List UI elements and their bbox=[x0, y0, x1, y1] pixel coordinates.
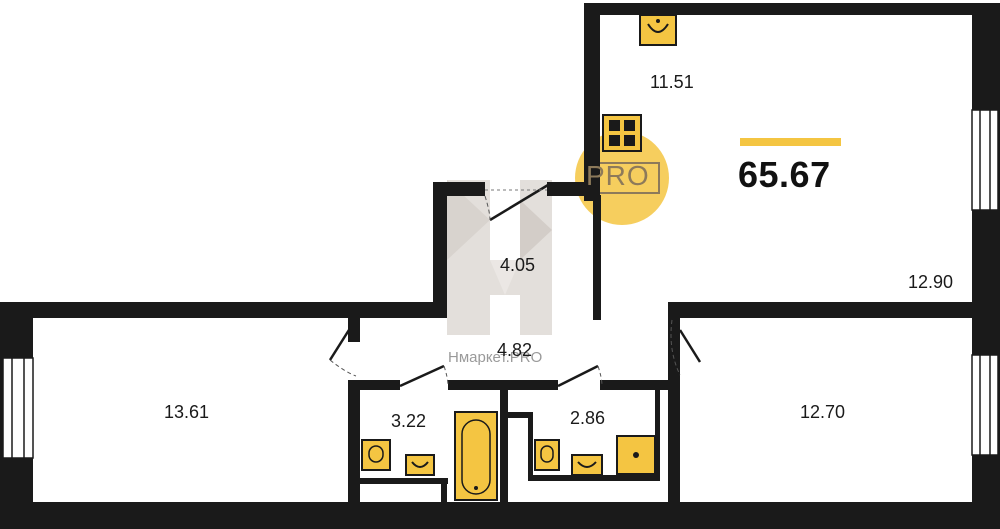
toilet-room-toilet-icon bbox=[534, 439, 560, 471]
wall-bath-inner bbox=[360, 478, 448, 484]
room-area-kitchen: 11.51 bbox=[650, 72, 694, 92]
wall-partition bbox=[593, 195, 601, 320]
door-bedroom-right bbox=[670, 319, 702, 376]
kitchen-sink-icon bbox=[639, 14, 677, 46]
room-area-living-room: 12.90 bbox=[908, 272, 954, 292]
wall-bedroom-right-left bbox=[668, 302, 680, 390]
wall-bath-inner-v bbox=[441, 478, 447, 508]
room-area-hall: 4.82 bbox=[497, 340, 533, 360]
window-right bbox=[971, 354, 999, 456]
shower-tray-icon bbox=[616, 435, 656, 475]
wall-kitchen-left bbox=[584, 3, 600, 201]
watermark-text: Нмаркет.PRO bbox=[448, 349, 543, 366]
wall-bath-separator bbox=[500, 386, 508, 529]
wall-bath-top-left bbox=[348, 380, 400, 390]
wall-right-mid bbox=[668, 302, 1000, 318]
door-bathroom bbox=[399, 364, 449, 388]
room-area-bedroom-right: 12.70 bbox=[800, 402, 846, 422]
wall-bedroom-left-right-top bbox=[348, 318, 360, 342]
wall-bath-top-right bbox=[600, 380, 680, 390]
door-bedroom-left bbox=[328, 321, 357, 377]
window-kitchen bbox=[971, 109, 999, 211]
watermark-logo bbox=[447, 180, 552, 335]
room-area-bathroom: 3.22 bbox=[391, 411, 427, 431]
stove-icon bbox=[602, 114, 642, 152]
wall-toilet-inner bbox=[508, 412, 532, 418]
wall-toilet-inner-bottom bbox=[528, 475, 658, 481]
wall-toilet-inner-right bbox=[655, 386, 660, 481]
total-area: 65.67 bbox=[738, 154, 831, 195]
room-area-toilet-room: 2.86 bbox=[570, 408, 606, 428]
door-wardrobe bbox=[484, 183, 549, 222]
wall-bath-top-mid bbox=[448, 380, 558, 390]
wall-wardrobe-left bbox=[433, 182, 447, 318]
wall-left-top bbox=[0, 302, 446, 318]
total-area-accent-bar bbox=[740, 138, 841, 146]
wall-bedroom-right-left-lower bbox=[668, 380, 680, 529]
bathtub-icon bbox=[454, 411, 498, 501]
room-area-wardrobe: 4.05 bbox=[500, 255, 536, 275]
room-area-bedroom-left: 13.61 bbox=[164, 402, 210, 422]
window-left bbox=[2, 357, 34, 459]
watermark-pro-badge: PRO bbox=[586, 160, 650, 191]
wall-bedroom-left-right bbox=[348, 380, 360, 529]
wall-kitchen-top bbox=[584, 3, 1000, 15]
door-toilet bbox=[557, 364, 603, 388]
wall-toilet-inner-v bbox=[528, 412, 533, 480]
bathroom-sink-icon bbox=[405, 454, 435, 476]
toilet-icon bbox=[361, 439, 391, 471]
toilet-room-sink-icon bbox=[571, 454, 603, 476]
wall-wardrobe-top-left bbox=[433, 182, 485, 196]
